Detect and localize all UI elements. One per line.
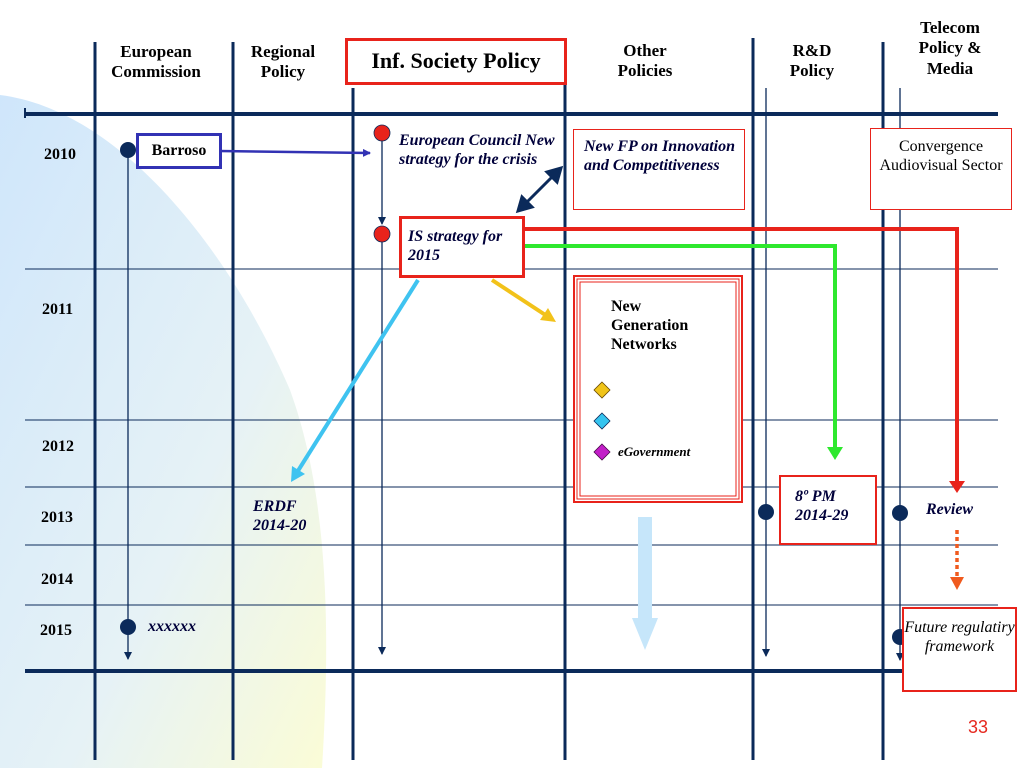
col-header-regional-policy: Regional Policy bbox=[250, 42, 316, 82]
is-strategy-box bbox=[399, 216, 525, 278]
arrow-icon bbox=[294, 278, 420, 476]
year-label-2011: 2011 bbox=[42, 301, 74, 318]
red-dot-icon bbox=[373, 124, 391, 142]
egovernment-label: eGovernment bbox=[618, 444, 691, 459]
diamond-icon bbox=[593, 381, 611, 399]
review-label: Review bbox=[926, 501, 974, 518]
bullet-dot-icon bbox=[120, 142, 136, 158]
year-label-2015: 2015 bbox=[40, 622, 72, 639]
diamond-icon bbox=[593, 412, 611, 430]
arrow-icon bbox=[632, 517, 658, 650]
col-header-inf-society-box bbox=[345, 38, 567, 85]
new-fp-box bbox=[573, 129, 745, 210]
arrow-icon bbox=[524, 227, 961, 489]
col-header-inf-society-policy: Inf. Society Policy bbox=[371, 48, 541, 73]
convergence-label: Convergence Audiovisual Sector bbox=[879, 138, 1003, 175]
year-label-2010: 2010 bbox=[44, 146, 76, 163]
col-header-rd-policy: R&D Policy bbox=[789, 41, 835, 81]
bullet-dot-icon bbox=[120, 619, 136, 635]
european-council-label: European Council New strategy for the cr… bbox=[399, 132, 555, 169]
barroso-label: Barroso bbox=[151, 142, 207, 159]
diamond-icon bbox=[593, 443, 611, 461]
erdf-label: ERDF 2014-20 bbox=[253, 498, 307, 535]
pm8-box bbox=[779, 475, 877, 545]
new-fp-label: New FP on Innovation and Competitiveness bbox=[584, 138, 735, 175]
pm8-label: 8º PM 2014-29 bbox=[795, 488, 849, 525]
col-header-other-policies: Other Policies bbox=[617, 41, 673, 81]
red-dot-icon bbox=[373, 225, 391, 243]
decorative-background bbox=[0, 95, 327, 768]
ngn-label: New Generation Networks bbox=[611, 298, 689, 354]
arrow-icon bbox=[218, 148, 371, 157]
double-arrow-icon bbox=[515, 165, 564, 214]
col-header-telecom-policy: Telecom Policy & Media bbox=[918, 18, 982, 78]
year-label-2012: 2012 bbox=[42, 438, 74, 455]
future-framework-box bbox=[902, 607, 1017, 692]
is-strategy-label: IS strategy for 2015 bbox=[408, 228, 503, 265]
col-header-european-commission: European Commission bbox=[111, 42, 201, 82]
convergence-box bbox=[870, 128, 1012, 210]
year-label-2014: 2014 bbox=[41, 571, 73, 588]
arrow-icon bbox=[524, 244, 837, 452]
future-framework-label: Future regulatiry framework bbox=[904, 619, 1015, 656]
bullet-dot-icon bbox=[758, 504, 774, 520]
xxxxxx-label: xxxxxx bbox=[148, 618, 196, 635]
page-number: 33 bbox=[967, 717, 988, 737]
barroso-box bbox=[136, 133, 222, 169]
year-label-2013: 2013 bbox=[41, 509, 73, 526]
bullet-dot-icon bbox=[892, 505, 908, 521]
arrow-icon bbox=[490, 278, 552, 320]
